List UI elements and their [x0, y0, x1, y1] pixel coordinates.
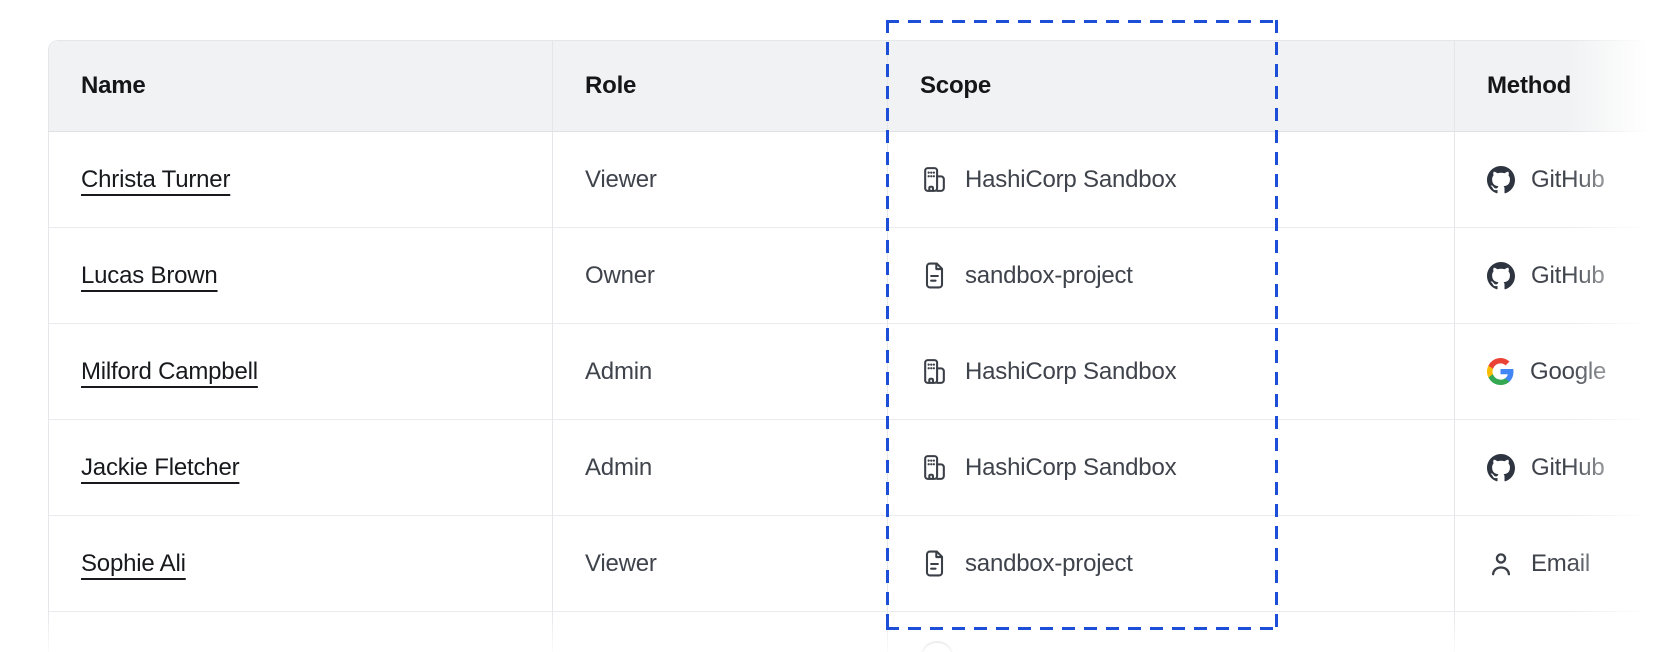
method-label: Google — [1530, 357, 1607, 385]
scope-cell: HashiCorp Sandbox — [888, 132, 1455, 227]
method-label: Email — [1531, 549, 1591, 577]
google-icon — [1487, 358, 1514, 385]
name-cell: Milford Campbell — [49, 324, 553, 419]
github-icon — [1487, 453, 1515, 481]
role-label: Viewer — [585, 165, 657, 193]
org-building-icon — [924, 359, 945, 384]
name-cell: Christa Turner — [49, 132, 553, 227]
scope-cell: HashiCorp Sandbox — [888, 420, 1455, 515]
members-table: Name Role Scope Method Christa Turner Vi… — [48, 40, 1672, 652]
github-icon — [1487, 165, 1515, 193]
member-name-link[interactable]: Christa Turner — [81, 165, 231, 193]
scope-label: HashiCorp Sandbox — [965, 357, 1177, 385]
table-row: Lucas Brown Owner sandbox-project GitHub — [49, 228, 1672, 324]
table-row: Christa Turner Viewer HashiCorp Sandbox … — [49, 132, 1672, 228]
member-name-link[interactable]: Jackie Fletcher — [81, 453, 240, 481]
partial-next-row — [49, 612, 1672, 652]
role-cell: Viewer — [553, 132, 888, 227]
column-header-name: Name — [49, 41, 553, 131]
role-cell: Admin — [553, 324, 888, 419]
scope-cell: sandbox-project — [888, 228, 1455, 323]
name-cell: Lucas Brown — [49, 228, 553, 323]
table-row: Jackie Fletcher Admin HashiCorp Sandbox … — [49, 420, 1672, 516]
role-cell: Admin — [553, 420, 888, 515]
column-header-method: Method — [1487, 72, 1572, 99]
scope-label: HashiCorp Sandbox — [965, 453, 1177, 481]
table-row: Milford Campbell Admin HashiCorp Sandbox… — [49, 324, 1672, 420]
method-cell: GitHub — [1455, 420, 1672, 515]
name-cell: Jackie Fletcher — [49, 420, 553, 515]
method-label: GitHub — [1531, 453, 1605, 481]
method-cell: GitHub — [1455, 228, 1672, 323]
method-cell: Google — [1455, 324, 1672, 419]
method-cell: GitHub — [1455, 132, 1672, 227]
table-row: Sophie Ali Viewer sandbox-project Email — [49, 516, 1672, 612]
method-label: GitHub — [1531, 261, 1605, 289]
role-cell: Owner — [553, 228, 888, 323]
role-label: Admin — [585, 357, 653, 385]
role-label: Admin — [585, 453, 653, 481]
column-header-scope: Scope — [888, 41, 1455, 131]
scope-cell: sandbox-project — [888, 516, 1455, 611]
member-name-link[interactable]: Lucas Brown — [81, 261, 218, 289]
project-file-icon — [925, 262, 944, 289]
role-label: Viewer — [585, 549, 657, 577]
person-icon — [1491, 552, 1511, 575]
column-header-role: Role — [553, 41, 888, 131]
role-label: Owner — [585, 261, 655, 289]
scope-cell: HashiCorp Sandbox — [888, 324, 1455, 419]
scope-label: sandbox-project — [965, 549, 1133, 577]
github-icon — [1487, 261, 1515, 289]
table-body: Christa Turner Viewer HashiCorp Sandbox … — [49, 132, 1672, 612]
method-cell: Email — [1455, 516, 1672, 611]
org-building-icon — [924, 455, 945, 480]
role-cell: Viewer — [553, 516, 888, 611]
table-header-row: Name Role Scope Method — [49, 41, 1672, 132]
member-name-link[interactable]: Milford Campbell — [81, 357, 258, 385]
project-file-icon — [925, 550, 944, 577]
method-label: GitHub — [1531, 165, 1605, 193]
scope-label: sandbox-project — [965, 261, 1133, 289]
org-building-icon — [924, 167, 945, 192]
member-name-link[interactable]: Sophie Ali — [81, 549, 186, 577]
name-cell: Sophie Ali — [49, 516, 553, 611]
scope-label: HashiCorp Sandbox — [965, 165, 1177, 193]
